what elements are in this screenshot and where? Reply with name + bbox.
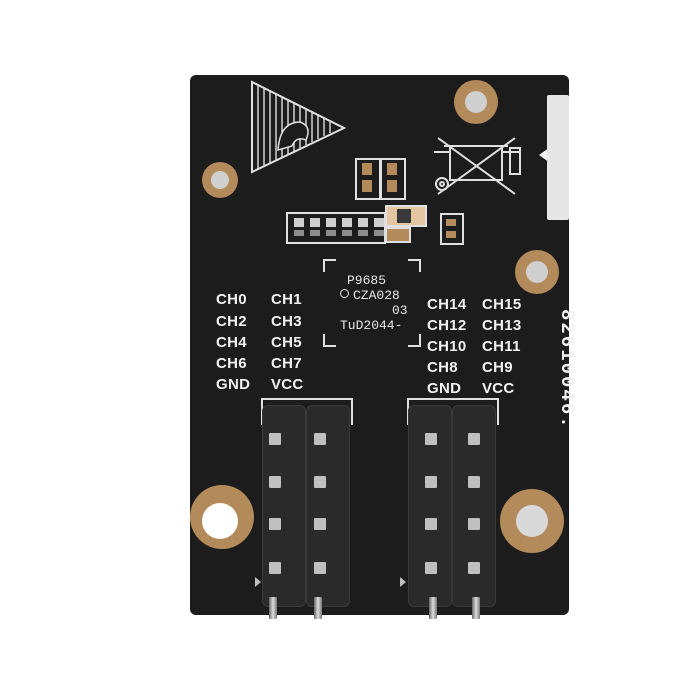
smd-component-b <box>380 158 406 200</box>
chip-marking-line1: P9685 <box>347 273 387 288</box>
pin-pad <box>468 562 480 574</box>
label-ch1: CH1 <box>271 291 302 308</box>
pcb-board: P9685 CZA028 03 TuD2044- CH0 CH1 CH2 CH3… <box>190 75 569 619</box>
label-ch2: CH2 <box>216 313 247 330</box>
pin-pad <box>425 562 437 574</box>
label-ch3: CH3 <box>271 313 302 330</box>
label-vcc-right: VCC <box>482 380 515 397</box>
right-pin-header <box>408 405 496 607</box>
mounting-hole-bottom-left <box>190 485 254 549</box>
pin-pad <box>269 518 281 530</box>
serial-number-area: 82610046. <box>540 309 580 468</box>
left-pin-header <box>262 405 350 607</box>
mounting-hole-bottom-right <box>500 489 564 553</box>
pin-pad <box>425 518 437 530</box>
pin1-marker-left <box>255 577 261 587</box>
label-ch7: CH7 <box>271 355 302 372</box>
label-ch6: CH6 <box>216 355 247 372</box>
chip-marking-line4: TuD2044- <box>340 318 403 333</box>
pin-pad <box>425 476 437 488</box>
pin-pad <box>314 518 326 530</box>
edge-strip <box>547 95 569 220</box>
label-ch8: CH8 <box>427 359 458 376</box>
esd-warning-icon <box>251 80 347 174</box>
pin-pad <box>425 433 437 445</box>
pin-leg <box>269 597 277 619</box>
mounting-hole-top-left <box>202 162 238 198</box>
smd-component-a <box>355 158 381 200</box>
pin-leg <box>314 597 322 619</box>
pin-pad <box>468 433 480 445</box>
label-ch10: CH10 <box>427 338 467 355</box>
label-ch11: CH11 <box>482 338 521 355</box>
chip-pin1-dot <box>340 289 349 298</box>
pin-pad <box>314 476 326 488</box>
smd-resistor-b <box>385 227 411 243</box>
label-ch5: CH5 <box>271 334 302 351</box>
label-ch13: CH13 <box>482 317 522 334</box>
pin-pad <box>468 518 480 530</box>
smd-resistor-a <box>385 205 427 227</box>
pin-pad <box>314 433 326 445</box>
label-gnd-right: GND <box>427 380 462 397</box>
label-gnd-left: GND <box>216 376 251 393</box>
programming-header <box>286 212 386 244</box>
label-ch0: CH0 <box>216 291 247 308</box>
chip-marking-line2: CZA028 <box>353 288 400 303</box>
label-ch15: CH15 <box>482 296 522 313</box>
label-ch9: CH9 <box>482 359 513 376</box>
chip-outline <box>323 259 421 347</box>
label-ch12: CH12 <box>427 317 467 334</box>
mounting-hole-mid-right <box>515 250 559 294</box>
serial-number: 82610046. <box>556 309 578 430</box>
pin-pad <box>269 433 281 445</box>
pin-leg <box>472 597 480 619</box>
chip-marking-line3: 03 <box>392 303 408 318</box>
pin1-marker-right <box>400 577 406 587</box>
label-vcc-left: VCC <box>271 376 304 393</box>
label-ch14: CH14 <box>427 296 467 313</box>
mounting-hole-top-right <box>454 80 498 124</box>
weee-bin-icon <box>434 137 521 195</box>
pin-pad <box>314 562 326 574</box>
pin-pad <box>269 476 281 488</box>
pin-pad <box>269 562 281 574</box>
pin-leg <box>429 597 437 619</box>
smd-led <box>440 213 464 245</box>
label-ch4: CH4 <box>216 334 247 351</box>
pin-pad <box>468 476 480 488</box>
